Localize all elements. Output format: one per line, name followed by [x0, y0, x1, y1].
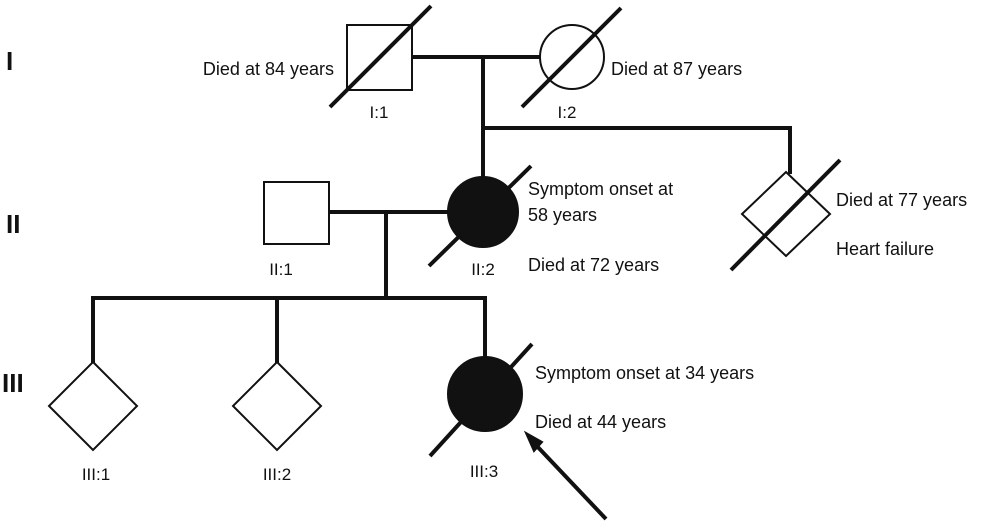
individual-i-1: Died at 84 years I:1 — [203, 4, 433, 122]
individual-id-label: II:2 — [471, 260, 495, 279]
individual-id-label: I:1 — [370, 103, 389, 122]
annotation-died: Died at 87 years — [611, 59, 742, 79]
individual-iii-1: III:1 — [47, 360, 139, 484]
annotation-symptom-onset: Symptom onset at — [528, 179, 673, 199]
annotation-died: Died at 84 years — [203, 59, 334, 79]
generation-label-iii: III — [2, 368, 24, 398]
generation-label-ii: II — [6, 209, 20, 239]
individual-id-label: III:3 — [470, 462, 498, 481]
unknown-sex-diamond-symbol — [231, 360, 323, 452]
male-square-symbol — [263, 181, 330, 245]
annotation-cause: Heart failure — [836, 239, 934, 259]
generation-label-i: I — [6, 46, 13, 76]
annotation-died: Died at 44 years — [535, 412, 666, 432]
individual-id-label: III:1 — [82, 465, 110, 484]
pedigree-lines — [91, 55, 792, 364]
individual-iii-3: Symptom onset at 34 years Died at 44 yea… — [428, 342, 754, 521]
annotation-symptom-onset: Symptom onset at 34 years — [535, 363, 754, 383]
annotation-died: Died at 77 years — [836, 190, 967, 210]
individual-i-2: Died at 87 years I:2 — [520, 6, 742, 122]
annotation-died: Died at 72 years — [528, 255, 659, 275]
individual-id-label: III:2 — [263, 465, 291, 484]
individual-ii-3: Died at 77 years Heart failure — [729, 158, 967, 272]
individual-ii-2: Symptom onset at 58 years Died at 72 yea… — [427, 164, 673, 279]
deceased-slash — [428, 342, 534, 458]
deceased-slash — [427, 164, 533, 268]
proband-arrow-icon — [523, 430, 608, 521]
unknown-sex-diamond-symbol — [47, 360, 139, 452]
individual-id-label: II:1 — [269, 260, 293, 279]
annotation-symptom-onset-age: 58 years — [528, 205, 597, 225]
deceased-slash — [328, 4, 433, 109]
individual-iii-2: III:2 — [231, 360, 323, 484]
individual-ii-1: II:1 — [263, 181, 330, 279]
deceased-slash — [520, 6, 623, 109]
deceased-slash — [729, 158, 842, 272]
individual-id-label: I:2 — [558, 103, 577, 122]
